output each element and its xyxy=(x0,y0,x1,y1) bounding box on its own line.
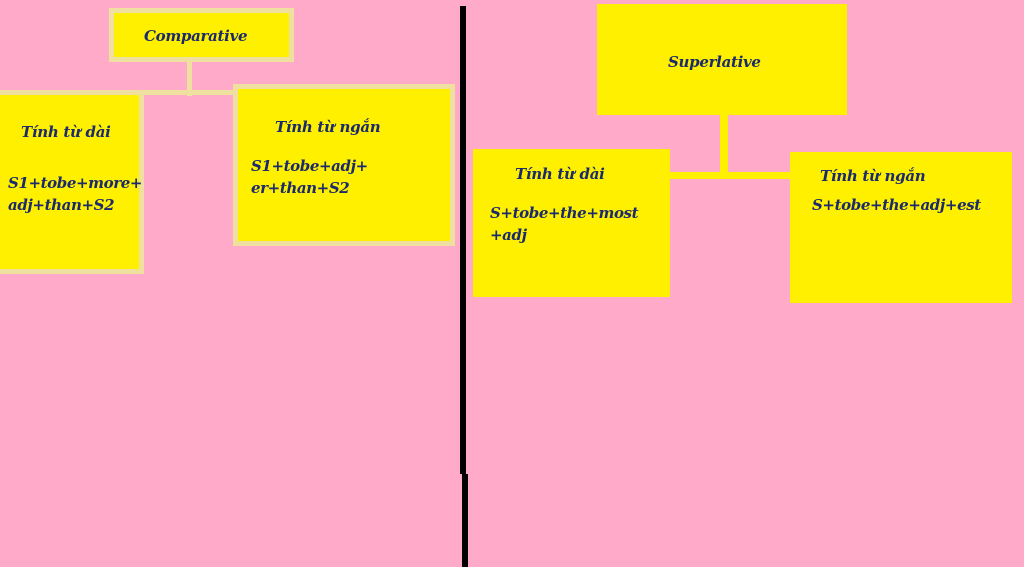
comparative-title-box: Comparative xyxy=(109,8,294,62)
superlative-title: Superlative xyxy=(668,53,761,71)
center-divider xyxy=(460,6,466,474)
comparative-short-box: Tính từ ngắn S1+tobe+adj+ er+than+S2 xyxy=(233,84,455,246)
superlative-short-box: Tính từ ngắn S+tobe+the+adj+est xyxy=(790,152,1012,303)
connector-superlative-stem xyxy=(720,113,728,178)
center-divider-lower xyxy=(462,474,468,567)
comparative-long-formula-line2: adj+than+S2 xyxy=(8,196,115,214)
comparative-short-formula: S1+tobe+adj+ er+than+S2 xyxy=(251,157,368,197)
comparative-title: Comparative xyxy=(144,27,248,45)
superlative-title-box: Superlative xyxy=(597,4,847,115)
superlative-short-formula: S+tobe+the+adj+est xyxy=(812,196,981,214)
connector-comparative-bar xyxy=(140,90,240,95)
superlative-long-box: Tính từ dài S+tobe+the+most +adj xyxy=(473,149,670,297)
connector-comparative-stem xyxy=(187,60,192,96)
superlative-short-heading: Tính từ ngắn xyxy=(820,167,926,185)
comparative-long-heading: Tính từ dài xyxy=(21,123,111,141)
comparative-long-box: Tính từ dài S1+tobe+more+ adj+than+S2 xyxy=(0,90,144,274)
comparative-long-formula-line1: S1+tobe+more+ xyxy=(8,174,143,192)
superlative-long-heading: Tính từ dài xyxy=(515,165,605,183)
superlative-long-formula: S+tobe+the+most +adj xyxy=(490,204,639,244)
connector-superlative-bar xyxy=(668,172,794,179)
comparative-short-heading: Tính từ ngắn xyxy=(275,118,381,136)
